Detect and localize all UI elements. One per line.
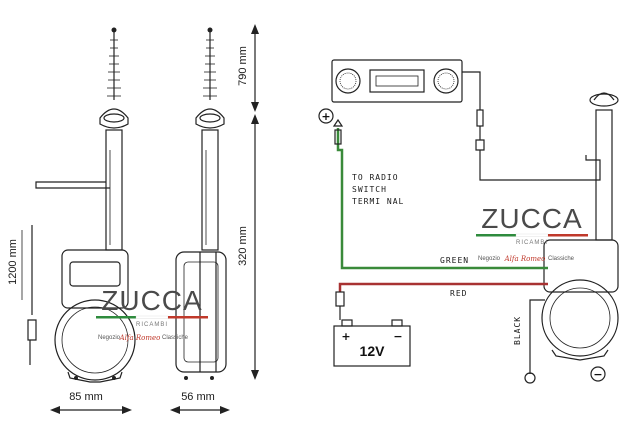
radio-unit	[331, 59, 601, 181]
antenna-side-view	[175, 27, 227, 380]
switch-label-line3: TERMI NAL	[352, 197, 404, 206]
logo-right-subtitle: RICAMBI	[516, 240, 548, 246]
antenna-front-view	[27, 27, 136, 383]
antenna-installed	[541, 92, 619, 361]
logo-left-text: ZUCCA	[101, 285, 202, 316]
dim-1200-label: 1200 mm	[7, 239, 19, 285]
switch-label-line2: SWITCH	[352, 185, 387, 194]
switch-label-line1: TO RADIO	[352, 173, 399, 182]
green-wire-label: GREEN	[440, 256, 469, 265]
logo-left-tagline-script: Alfa Romeo	[119, 334, 161, 342]
plus-sign: +	[321, 110, 330, 123]
logo-right-tagline-left: Negozio	[478, 256, 501, 262]
dim-56-label: 56 mm	[181, 391, 215, 403]
battery-minus: −	[393, 330, 402, 343]
battery: + − 12V	[333, 319, 411, 367]
dim-85-label: 85 mm	[69, 391, 103, 403]
minus-terminal-icon: −	[590, 366, 606, 382]
logo-right: ZUCCA RICAMBI Negozio Alfa Romeo Classic…	[476, 203, 588, 263]
minus-sign: −	[593, 368, 602, 381]
logo-left-tagline-left: Negozio	[98, 335, 121, 341]
red-wire-label: RED	[450, 289, 467, 298]
battery-voltage: 12V	[360, 343, 386, 359]
dimension-lines	[21, 24, 259, 414]
black-wire-label: BLACK	[513, 316, 522, 345]
battery-plus: +	[341, 330, 350, 343]
logo-left-subtitle: RICAMBI	[136, 322, 168, 328]
logo-left: ZUCCA RICAMBI Negozio Alfa Romeo Classic…	[96, 285, 208, 342]
logo-right-text: ZUCCA	[481, 203, 582, 234]
dim-790-label: 790 mm	[237, 46, 249, 86]
dim-320-label: 320 mm	[237, 226, 249, 266]
logo-right-tagline-right: Classiche	[548, 256, 575, 262]
logo-left-tagline-right: Classiche	[162, 335, 189, 341]
logo-right-tagline-script: Alfa Romeo	[504, 255, 546, 263]
plus-terminal-icon: +	[318, 108, 334, 124]
